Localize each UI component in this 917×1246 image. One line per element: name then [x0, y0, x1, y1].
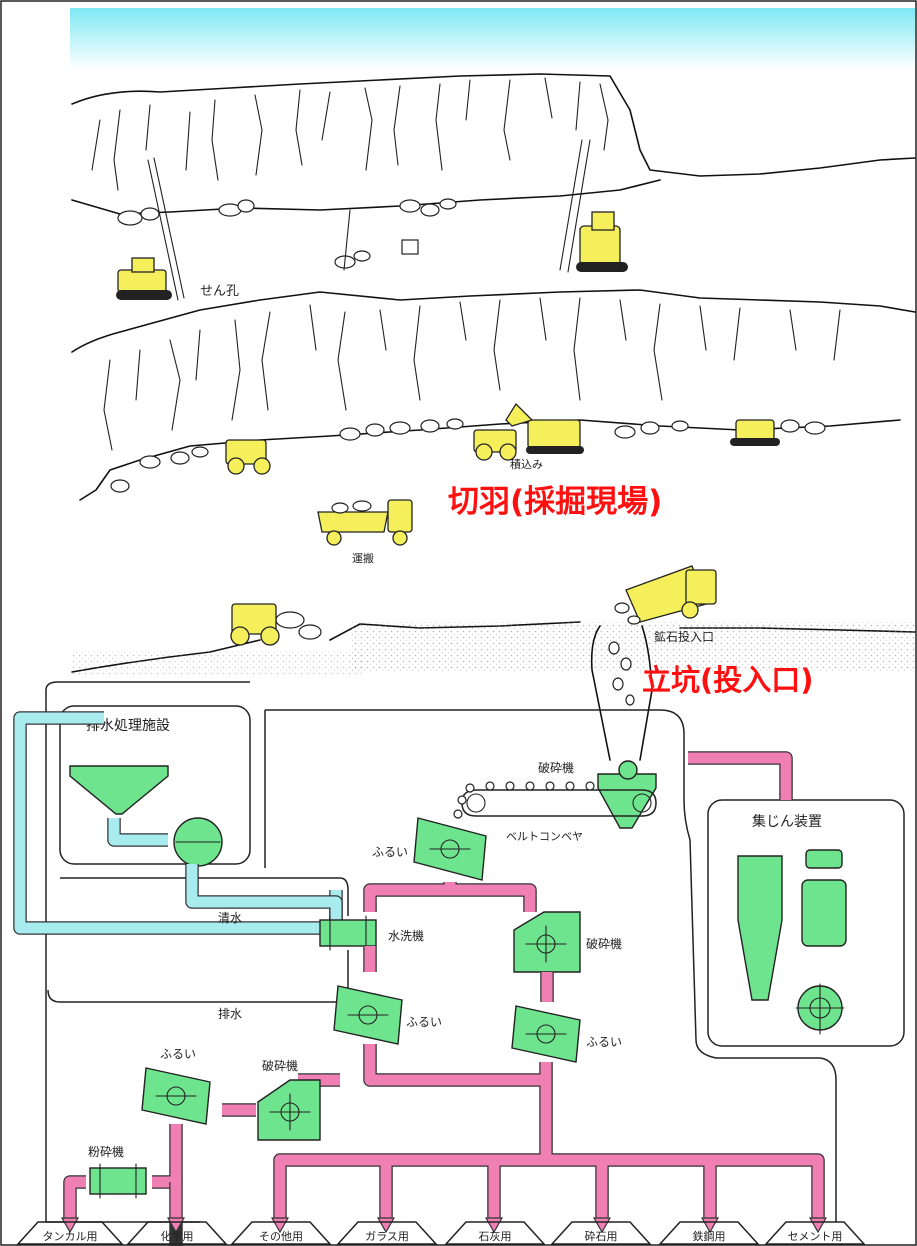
label-ore-inlet: 鉱石投入口 [654, 629, 714, 644]
pulverizer [89, 1167, 147, 1195]
title-face: 切羽(採掘現場) [448, 484, 662, 520]
drill-rig-right [576, 211, 628, 272]
excavator [505, 402, 584, 454]
washer [319, 919, 377, 947]
quarry-illustration: せん孔 積込み 運搬 鉱石投入口 切羽(採掘現場) 立坑(投入口) [71, 73, 916, 761]
dump-truck-tipping [614, 565, 717, 625]
product-label: 化学用 [161, 1229, 194, 1243]
label-drilling: せん孔 [200, 284, 239, 299]
product-label: 石灰用 [479, 1229, 512, 1243]
product-pile: セメント用 [764, 1221, 866, 1245]
loader-lower [230, 603, 280, 646]
label-clean-water: 清水 [218, 911, 242, 925]
label-screen-1: ふるい [372, 845, 408, 859]
product-pile: タンカル用 [16, 1221, 124, 1245]
crusher-mid [513, 911, 581, 973]
label-crusher-top: 破砕機 [538, 760, 574, 775]
label-hauling: 運搬 [352, 551, 374, 565]
drill-rig-left [116, 257, 172, 300]
label-loading: 積込み [510, 457, 543, 471]
sky-band [70, 8, 915, 70]
crusher-left [257, 1079, 321, 1141]
label-wastewater-facility: 排水処理施設 [86, 718, 170, 734]
product-pile: ガラス用 [336, 1221, 438, 1245]
thickener-funnel [69, 765, 169, 815]
label-dust-collector: 集じん装置 [752, 813, 822, 830]
product-pile: 化学用 [126, 1221, 228, 1245]
label-screen-2: ふるい [406, 1015, 442, 1029]
bag-filter [801, 879, 847, 947]
product-label: セメント用 [788, 1230, 843, 1243]
wheel-loader-center [473, 429, 517, 461]
product-piles: タンカル用 化学用 その他用 ガラス用 石灰用 砕石用 鉄鋼用 セメント用 [16, 1221, 866, 1245]
wastewater-box [59, 705, 251, 865]
label-screen-4: ふるい [160, 1047, 196, 1061]
label-drain-water: 排水 [218, 1007, 242, 1021]
product-pile: 石灰用 [444, 1221, 546, 1245]
label-pulverizer: 粉砕機 [88, 1144, 124, 1159]
product-label: 鉄鋼用 [693, 1229, 726, 1243]
product-pile: 砕石用 [550, 1221, 652, 1245]
cyclone [737, 855, 783, 1001]
process-plant: 排水処理施設 集じん装置 破砕機 ベルトコンベヤ [13, 681, 905, 1246]
product-label: 砕石用 [585, 1229, 618, 1243]
ground-dotted-band [350, 622, 915, 672]
label-crusher-mid: 破砕機 [586, 936, 622, 951]
label-screen-3: ふるい [586, 1035, 622, 1049]
crusher-top [597, 773, 657, 829]
product-label: その他用 [259, 1230, 303, 1243]
bulldozer-right [730, 419, 780, 446]
product-label: タンカル用 [43, 1230, 98, 1243]
dump-truck-hauling [317, 499, 413, 546]
product-label: ガラス用 [365, 1230, 409, 1243]
dust-collector-box [707, 799, 905, 1047]
loader-left [225, 439, 271, 475]
product-pile: 鉄鋼用 [658, 1221, 760, 1245]
title-shaft: 立坑(投入口) [642, 663, 814, 697]
label-washer: 水洗機 [388, 928, 424, 943]
clean-water-pipe [186, 864, 342, 925]
label-crusher-left: 破砕機 [262, 1058, 298, 1073]
label-belt-conveyor: ベルトコンベヤ [506, 830, 583, 843]
product-pile: その他用 [230, 1221, 332, 1245]
